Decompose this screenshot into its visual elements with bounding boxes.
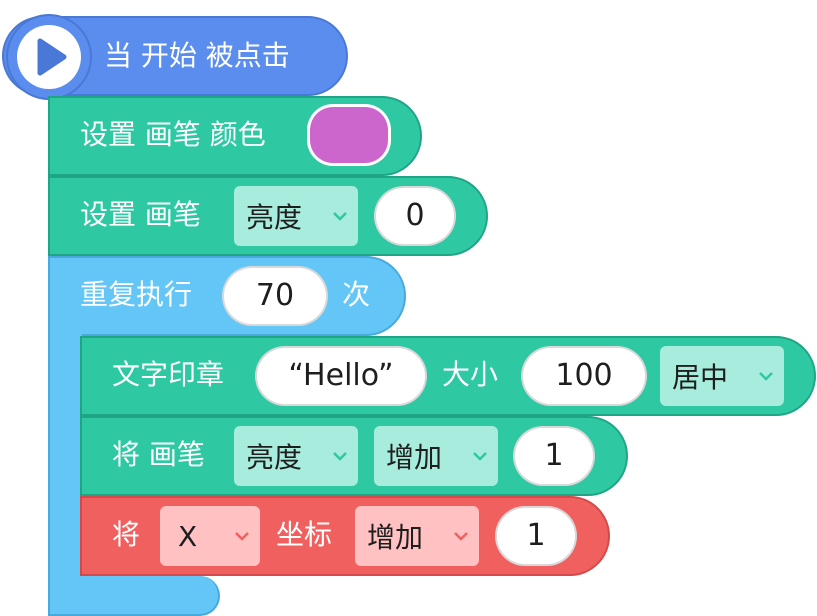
chevron-down-icon bbox=[473, 452, 487, 461]
repeat-count-input[interactable]: 70 bbox=[222, 266, 328, 326]
coord-amount-input[interactable]: 1 bbox=[495, 506, 577, 566]
hat-label: 当 开始 被点击 bbox=[104, 39, 290, 72]
pen-property-value: 亮度 bbox=[246, 201, 303, 234]
change-pen-label: 将 画笔 bbox=[112, 438, 205, 471]
pen-property-value-input[interactable]: 0 bbox=[374, 186, 456, 246]
stamp-align-dropdown[interactable]: 居中 bbox=[660, 346, 784, 406]
change-coord-label: 将 bbox=[112, 518, 141, 551]
stamp-text-input[interactable]: “Hello” bbox=[255, 346, 427, 406]
repeat-block-arm bbox=[48, 330, 82, 616]
stamp-size-label: 大小 bbox=[442, 358, 499, 391]
change-pen-property-value: 亮度 bbox=[246, 441, 303, 474]
close-quote: ” bbox=[378, 358, 394, 393]
repeat-times-label: 次 bbox=[342, 278, 371, 311]
change-pen-op-value: 增加 bbox=[386, 441, 443, 474]
color-swatch[interactable] bbox=[307, 104, 391, 166]
axis-value: X bbox=[178, 519, 198, 553]
repeat-block-foot bbox=[48, 576, 220, 616]
repeat-label: 重复执行 bbox=[80, 278, 193, 311]
coord-op-value: 增加 bbox=[367, 521, 424, 554]
change-pen-amount-input[interactable]: 1 bbox=[513, 426, 595, 486]
stamp-text-label: 文字印章 bbox=[112, 358, 225, 391]
stamp-size-input[interactable]: 100 bbox=[521, 346, 647, 406]
stamp-text-value: Hello bbox=[303, 358, 379, 393]
chevron-down-icon bbox=[333, 212, 347, 221]
coordinate-label: 坐标 bbox=[276, 518, 333, 551]
change-pen-op-dropdown[interactable]: 增加 bbox=[374, 426, 498, 486]
open-quote: “ bbox=[288, 358, 304, 393]
stamp-align-value: 居中 bbox=[672, 361, 729, 394]
change-pen-property-dropdown[interactable]: 亮度 bbox=[234, 426, 358, 486]
play-button-circle[interactable] bbox=[6, 14, 92, 100]
play-icon bbox=[37, 38, 67, 76]
set-pen-color-label: 设置 画笔 颜色 bbox=[80, 118, 266, 151]
chevron-down-icon bbox=[333, 452, 347, 461]
axis-dropdown[interactable]: X bbox=[160, 506, 260, 566]
coord-op-dropdown[interactable]: 增加 bbox=[355, 506, 479, 566]
chevron-down-icon bbox=[454, 532, 468, 541]
set-pen-label: 设置 画笔 bbox=[80, 198, 201, 231]
chevron-down-icon bbox=[235, 532, 249, 541]
chevron-down-icon bbox=[759, 372, 773, 381]
pen-property-dropdown[interactable]: 亮度 bbox=[234, 186, 358, 246]
